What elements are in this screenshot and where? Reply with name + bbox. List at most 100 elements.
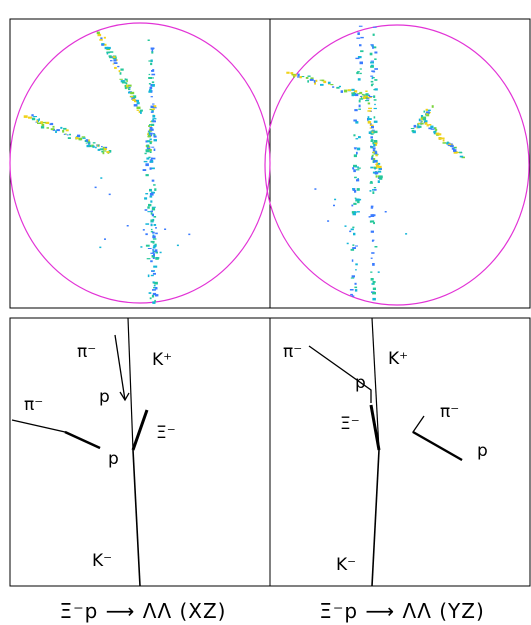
- hit-dot: [371, 125, 374, 129]
- hit-dot: [367, 118, 372, 120]
- hit-dot: [355, 263, 358, 266]
- hit-dot: [55, 130, 57, 133]
- hit-dot: [142, 229, 145, 231]
- hit-dot: [150, 228, 153, 231]
- hit-dot: [92, 145, 95, 148]
- hit-dot: [359, 68, 362, 70]
- hit-dot: [146, 144, 150, 148]
- hit-dot: [108, 150, 112, 153]
- hit-dot: [103, 148, 107, 151]
- hit-dot: [370, 207, 374, 209]
- hit-dot: [370, 65, 374, 68]
- hit-dot: [150, 240, 155, 243]
- hit-dot: [369, 52, 373, 56]
- yz-label-p-upper: p: [355, 373, 366, 393]
- hit-dot: [363, 96, 367, 99]
- hit-dot: [144, 209, 148, 211]
- hit-dot: [152, 289, 156, 291]
- hit-dot: [371, 283, 374, 285]
- hit-dot: [153, 253, 155, 256]
- hit-dot: [357, 167, 361, 169]
- hit-dot: [370, 140, 373, 142]
- hit-dot: [364, 94, 368, 97]
- hit-dot: [354, 245, 358, 247]
- hit-dot: [153, 133, 156, 137]
- hit-dot: [92, 142, 96, 144]
- hit-dot: [352, 226, 355, 229]
- hit-dot: [350, 248, 355, 251]
- hit-dot: [87, 141, 91, 144]
- hit-dot: [370, 181, 373, 183]
- hit-dot: [31, 114, 34, 117]
- hit-dot: [152, 235, 156, 239]
- hit-dot: [63, 127, 67, 130]
- yz-caption: Ξ⁻p ⟶ ΛΛ (YZ): [319, 599, 485, 623]
- hit-dot: [365, 100, 370, 102]
- hit-dot: [154, 281, 158, 285]
- hit-dot: [355, 121, 359, 124]
- hit-dot: [149, 151, 152, 153]
- hit-dot: [152, 105, 157, 108]
- hit-dot: [88, 142, 91, 145]
- hit-dot: [33, 116, 37, 118]
- xz-fiducial-circle: [9, 22, 271, 304]
- hit-dot: [373, 150, 376, 153]
- hit-dot: [377, 162, 381, 165]
- hit-dot: [164, 228, 167, 230]
- hit-dot: [102, 152, 105, 155]
- hit-dot: [367, 121, 372, 124]
- hit-dot: [373, 143, 378, 146]
- hit-dot: [417, 123, 421, 125]
- hit-dot: [101, 44, 104, 46]
- hit-dot: [374, 51, 378, 54]
- yz-k-minus-track: [371, 449, 380, 587]
- hit-dot: [149, 86, 153, 89]
- hit-dot: [28, 116, 32, 119]
- hit-dot: [372, 46, 377, 49]
- hit-dot: [417, 125, 420, 129]
- hit-dot: [159, 251, 162, 254]
- hit-dot: [126, 225, 129, 227]
- hit-dot: [117, 65, 120, 68]
- hit-dot: [436, 134, 440, 136]
- hit-dot: [188, 233, 191, 236]
- hit-dot: [354, 282, 357, 285]
- hit-dot: [372, 33, 375, 36]
- hit-dot: [356, 147, 361, 151]
- hit-dot: [428, 127, 432, 130]
- hit-dot: [424, 122, 428, 125]
- hit-dot: [46, 127, 49, 129]
- hit-dot: [354, 197, 357, 199]
- hit-dot: [425, 108, 428, 111]
- hit-dot: [151, 207, 156, 211]
- hit-dot: [334, 198, 337, 201]
- hit-dot: [355, 166, 359, 168]
- hit-dot: [136, 99, 139, 103]
- hit-dot: [372, 263, 375, 266]
- hit-dot: [426, 124, 431, 126]
- hit-dot: [36, 120, 38, 123]
- hit-dot: [155, 294, 157, 297]
- hit-dot: [372, 287, 376, 290]
- hit-dot: [352, 244, 355, 246]
- hit-dot: [96, 31, 100, 35]
- hit-dot: [372, 147, 376, 150]
- hit-dot: [459, 155, 464, 158]
- hit-dot: [357, 56, 362, 59]
- hit-dot: [370, 157, 374, 160]
- hit-dot: [65, 129, 69, 132]
- hit-dot: [355, 200, 358, 202]
- hit-dot: [152, 118, 154, 121]
- hit-dot: [372, 77, 375, 79]
- hit-dot: [97, 33, 102, 37]
- hit-dot: [152, 231, 155, 234]
- hit-dot: [40, 121, 43, 124]
- hit-dot: [371, 214, 376, 217]
- hit-dot: [446, 141, 449, 143]
- yz-label-p-right: p: [477, 441, 488, 461]
- hit-dot: [150, 252, 154, 254]
- hit-dot: [151, 47, 155, 49]
- hit-dot: [110, 60, 113, 62]
- hit-dot: [451, 147, 455, 150]
